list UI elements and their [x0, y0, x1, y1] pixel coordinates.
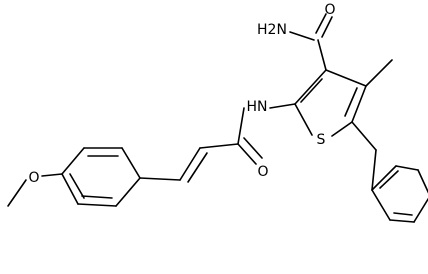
bond-c-o-amide-1 — [315, 13, 327, 34]
atom-labels: H2N O HN S O O — [28, 2, 335, 186]
bond-c5-ch2 — [351, 121, 377, 151]
bond-thiophene-c3-c2-1 — [294, 69, 327, 105]
bond-vinyl-double-2 — [187, 152, 208, 183]
atom-label-s: S — [317, 132, 326, 148]
bond-ch2-phenyl — [371, 149, 377, 191]
bond-thiophene-s-c5 — [331, 121, 353, 137]
bond-nh-acyl-c — [237, 107, 245, 145]
bond-amide-c-ring — [317, 39, 327, 71]
bond-methyl — [365, 59, 393, 87]
bond-acyl-c-o-1 — [237, 143, 257, 165]
bond-thiophene-c5-c4-2 — [344, 87, 358, 117]
benzyl-phenyl-ring — [371, 165, 428, 223]
bond-acyl-vinyl — [199, 143, 239, 149]
bond-c2-nh — [269, 103, 296, 109]
bond-thiophene-c2-s — [294, 103, 313, 136]
bond-ring-o-methoxy — [41, 173, 63, 177]
atom-label-o-methoxy: O — [28, 170, 39, 186]
bond-thiophene-c4-c3 — [325, 69, 367, 87]
atom-label-o-amide: O — [324, 2, 335, 18]
bond-o-methyl — [7, 179, 27, 207]
bond-thiophene-c3-c2-2 — [300, 78, 323, 103]
bond-c-n-amide — [289, 31, 315, 41]
methoxyphenyl-ring — [61, 147, 141, 207]
atom-label-nh2: H2N — [257, 22, 287, 38]
bonds — [7, 13, 428, 223]
bond-thiophene-c5-c4-1 — [351, 85, 367, 123]
bond-vinyl-double-1 — [179, 147, 201, 181]
bond-acyl-c-o-2 — [243, 137, 263, 159]
atom-label-o-acyl: O — [257, 164, 268, 180]
atom-label-nh: HN — [247, 99, 268, 115]
bond-c-o-amide-2 — [321, 16, 333, 38]
bond-vinyl-aryl — [139, 177, 181, 181]
